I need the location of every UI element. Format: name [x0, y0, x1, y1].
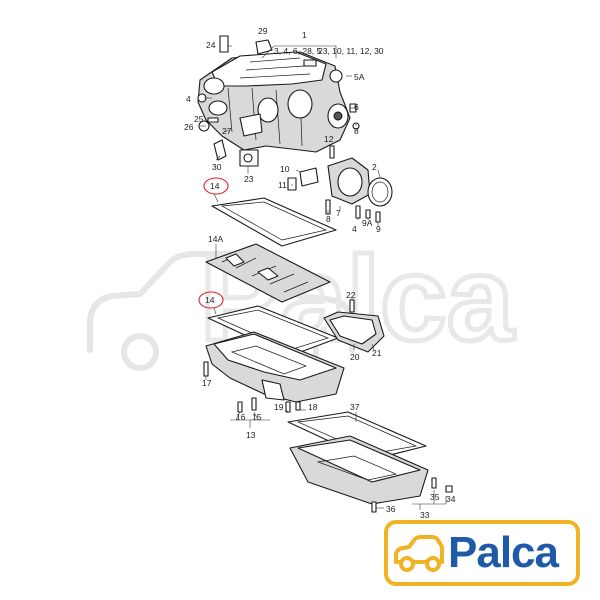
label-1-row1: 3, 4, 6, 28, 5: [274, 46, 322, 56]
part-9a-washer: [365, 209, 371, 219]
label-13: 13: [246, 430, 256, 440]
part-29-bracket: [255, 39, 273, 55]
label-12: 12: [324, 134, 334, 144]
part-15-bolt: [251, 397, 257, 411]
label-29: 29: [258, 26, 268, 36]
part-4-bolt-lower: [355, 205, 361, 219]
label-8: 8: [354, 126, 359, 136]
watermark-wheel-icon: [121, 333, 159, 371]
label-33: 33: [420, 510, 430, 520]
label-24: 24: [206, 40, 216, 50]
label-37: 37: [350, 402, 360, 412]
label-1: 1: [302, 30, 307, 40]
label-15: 15: [252, 412, 262, 422]
label-36: 36: [386, 504, 396, 514]
label-6: 6: [354, 102, 359, 112]
watermark-car-icon: [87, 251, 355, 353]
callout-labels: 1 3, 4, 6, 28, 5 23, 10, 11, 12, 30 2 4 …: [184, 26, 456, 520]
lower-oil-pan: [289, 435, 453, 513]
leader-lines: [200, 45, 447, 510]
label-9: 9: [376, 224, 381, 234]
block-small-parts: [197, 35, 360, 167]
label-20: 20: [350, 352, 360, 362]
part-35-plug: [431, 477, 437, 489]
label-23: 23: [244, 174, 254, 184]
label-14-lower: 14: [205, 295, 215, 305]
label-14a: 14A: [208, 234, 223, 244]
label-4-lower: 4: [352, 224, 357, 234]
label-34: 34: [446, 494, 456, 504]
car-icon: [394, 535, 444, 572]
label-14-upper: 14: [210, 181, 220, 191]
label-5a: 5A: [354, 72, 365, 82]
part-22-bolt: [349, 299, 355, 313]
part-9-bolt: [375, 211, 381, 223]
highlight-ring-14-lower: [198, 291, 224, 309]
label-7: 7: [336, 208, 341, 218]
label-10: 10: [280, 164, 290, 174]
gasket-14-upper: [211, 197, 337, 247]
part-25-plug: [207, 117, 219, 123]
part-5a-sensor: [329, 69, 343, 83]
label-35: 35: [430, 492, 440, 502]
engine-block: [197, 51, 351, 153]
part-34-washer: [445, 485, 453, 493]
label-25: 25: [194, 114, 204, 124]
label-17: 17: [202, 378, 212, 388]
brand-name: Palca: [448, 528, 559, 577]
label-21: 21: [372, 348, 382, 358]
label-27: 27: [222, 126, 232, 136]
label-8-lower: 8: [326, 214, 331, 224]
part-36-bolt: [371, 501, 377, 513]
label-19: 19: [274, 402, 284, 412]
brand-logo: Palca: [384, 520, 580, 586]
label-11: 11: [278, 180, 287, 190]
label-9a: 9A: [362, 218, 373, 228]
part-10-sender: [299, 167, 319, 187]
label-4: 4: [186, 94, 191, 104]
part-18-plug: [295, 401, 301, 411]
oil-pickup-assembly: [323, 299, 385, 353]
part-12-bolt: [329, 145, 335, 159]
highlight-ring-14-upper: [203, 177, 229, 195]
part-stud: [303, 59, 317, 67]
baffle-14a: [205, 243, 331, 303]
label-16: 16: [236, 412, 246, 422]
label-1-row2: 23, 10, 11, 12, 30: [318, 46, 384, 56]
label-18: 18: [308, 402, 318, 412]
label-2: 2: [372, 162, 377, 172]
label-22: 22: [346, 290, 356, 300]
upper-oil-pan: [203, 331, 345, 413]
seal-flange: [287, 157, 393, 223]
label-30: 30: [212, 162, 222, 172]
label-26: 26: [184, 122, 194, 132]
part-16-bolt: [237, 401, 243, 413]
part-30-bolt: [213, 139, 227, 161]
part-17-bolt: [203, 361, 209, 377]
part-24-plug: [219, 35, 229, 53]
